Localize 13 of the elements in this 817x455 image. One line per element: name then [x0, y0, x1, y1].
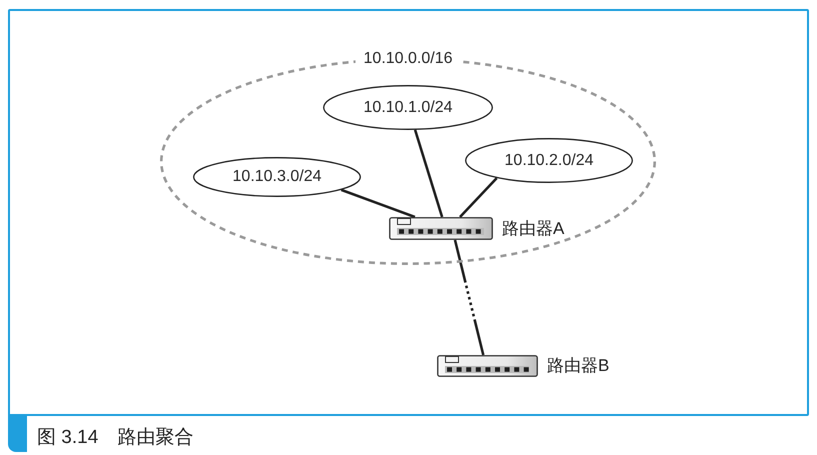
- link-line: [459, 177, 498, 218]
- link-line: [414, 130, 444, 218]
- link-line: [340, 188, 416, 218]
- figure-caption: 图 3.14 路由聚合: [37, 427, 194, 449]
- router-label: 路由器A: [502, 218, 564, 238]
- subnet-ellipse: [465, 138, 633, 183]
- subnet-label: 10.10.2.0/24: [504, 152, 594, 170]
- subnet-label: 10.10.1.0/24: [364, 98, 452, 116]
- subnet-ellipse: [323, 85, 493, 130]
- router-label: 路由器B: [547, 356, 610, 376]
- subnet-label: 10.10.3.0/24: [232, 168, 322, 186]
- broken-link-line: [454, 240, 485, 356]
- subnet-ellipse: [193, 157, 361, 197]
